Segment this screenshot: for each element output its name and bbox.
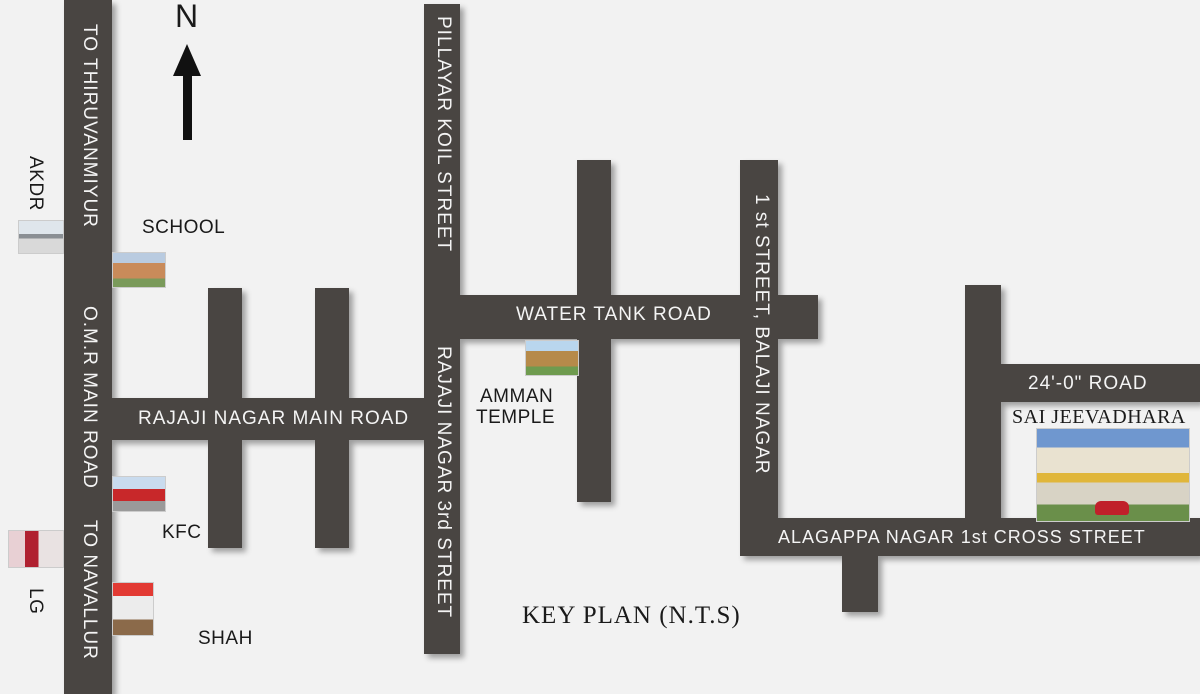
car-icon — [1095, 501, 1129, 515]
road-rajaji-main — [112, 398, 430, 440]
label-sai-jeevadhara: SAI JEEVADHARA — [1012, 406, 1186, 428]
label-temple: TEMPLE — [476, 407, 556, 428]
road-alagappa-branch — [842, 548, 878, 612]
road-side-2 — [315, 288, 349, 548]
sai-jeevadhara-building-photo — [1036, 428, 1190, 522]
label-24ft-road: 24'-0" ROAD — [1028, 373, 1148, 394]
label-to-thiruvanmiyur: TO THIRUVANMIYUR — [79, 24, 100, 228]
kfc-photo — [112, 476, 166, 512]
label-omr-main-road: O.M.R MAIN ROAD — [79, 306, 100, 489]
label-to-navallur: TO NAVALLUR — [79, 520, 100, 660]
school-photo — [112, 252, 166, 288]
road-pillayar — [424, 4, 460, 654]
label-school: SCHOOL — [142, 217, 226, 238]
label-amman: AMMAN — [480, 386, 554, 407]
label-pillayar-koil-street: PILLAYAR KOIL STREET — [433, 16, 454, 253]
road-water-branch — [577, 160, 611, 502]
lg-photo — [8, 530, 64, 568]
road-side-1 — [208, 288, 242, 548]
label-lg: LG — [25, 588, 46, 615]
label-alagappa-street: ALAGAPPA NAGAR 1st CROSS STREET — [778, 527, 1146, 547]
label-rajaji-3rd-street: RAJAJI NAGAR 3rd STREET — [433, 346, 454, 619]
shah-photo — [112, 582, 154, 636]
north-arrow-icon — [173, 44, 201, 140]
road-24ft — [995, 364, 1200, 402]
road-omr — [64, 0, 112, 694]
road-connector — [965, 285, 1001, 535]
north-label: N — [175, 0, 199, 34]
label-rajaji-main-road: RAJAJI NAGAR MAIN ROAD — [138, 408, 410, 429]
label-water-tank-road: WATER TANK ROAD — [516, 304, 712, 325]
label-kfc: KFC — [162, 522, 202, 543]
label-akdr: AKDR — [25, 156, 46, 211]
label-shah: SHAH — [198, 628, 253, 649]
amman-temple-photo — [525, 340, 579, 376]
key-plan-title: KEY PLAN (N.T.S) — [522, 602, 741, 629]
label-balaji-street: 1 st STREET, BALAJI NAGAR — [751, 194, 772, 475]
akdr-photo — [18, 220, 64, 254]
road-balaji — [740, 160, 778, 555]
